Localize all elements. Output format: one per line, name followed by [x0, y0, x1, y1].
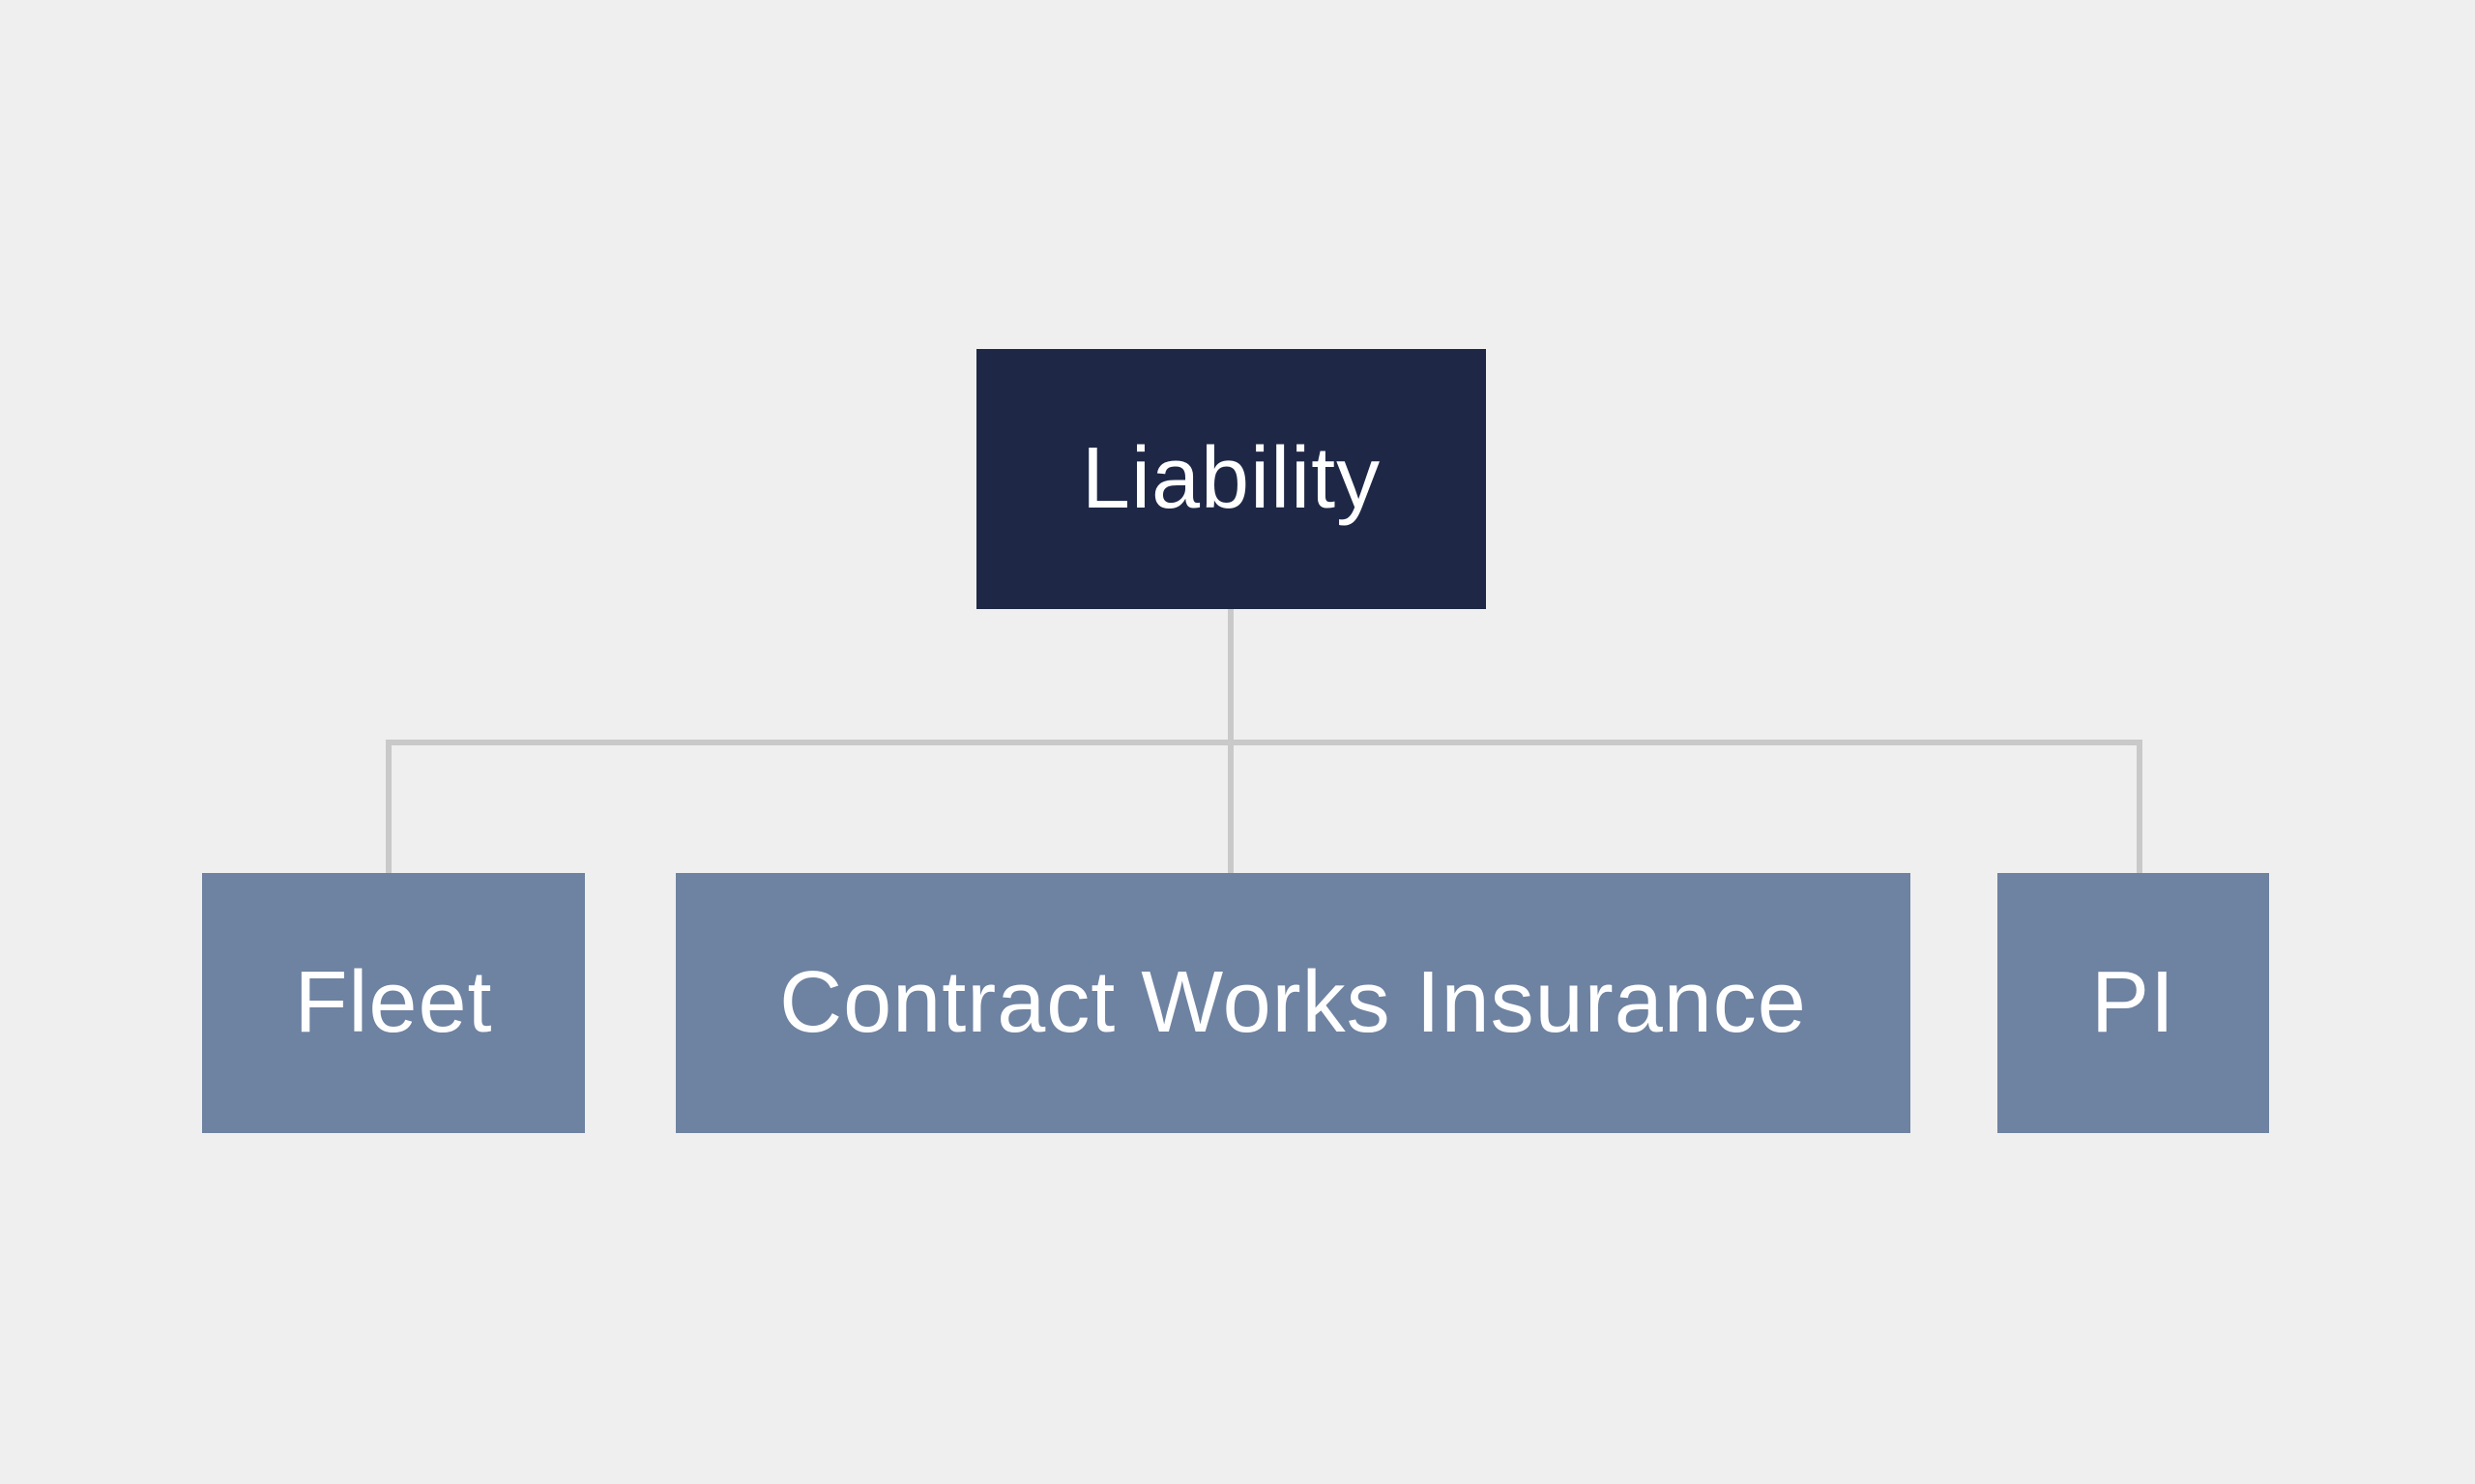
connector-root-vertical	[1228, 609, 1234, 745]
node-contract-works-insurance: Contract Works Insurance	[676, 873, 1910, 1133]
node-liability-label: Liability	[1081, 430, 1382, 527]
node-pi-label: PI	[2090, 954, 2176, 1051]
node-fleet: Fleet	[202, 873, 585, 1133]
node-fleet-label: Fleet	[294, 954, 493, 1051]
node-contract-works-insurance-label: Contract Works Insurance	[779, 954, 1807, 1051]
connector-fleet-vertical	[386, 740, 392, 873]
node-pi: PI	[1997, 873, 2269, 1133]
connector-horizontal-bus	[386, 740, 2142, 745]
connector-pi-vertical	[2137, 740, 2142, 873]
node-liability: Liability	[976, 349, 1486, 609]
connector-contract-works-vertical	[1228, 740, 1234, 873]
